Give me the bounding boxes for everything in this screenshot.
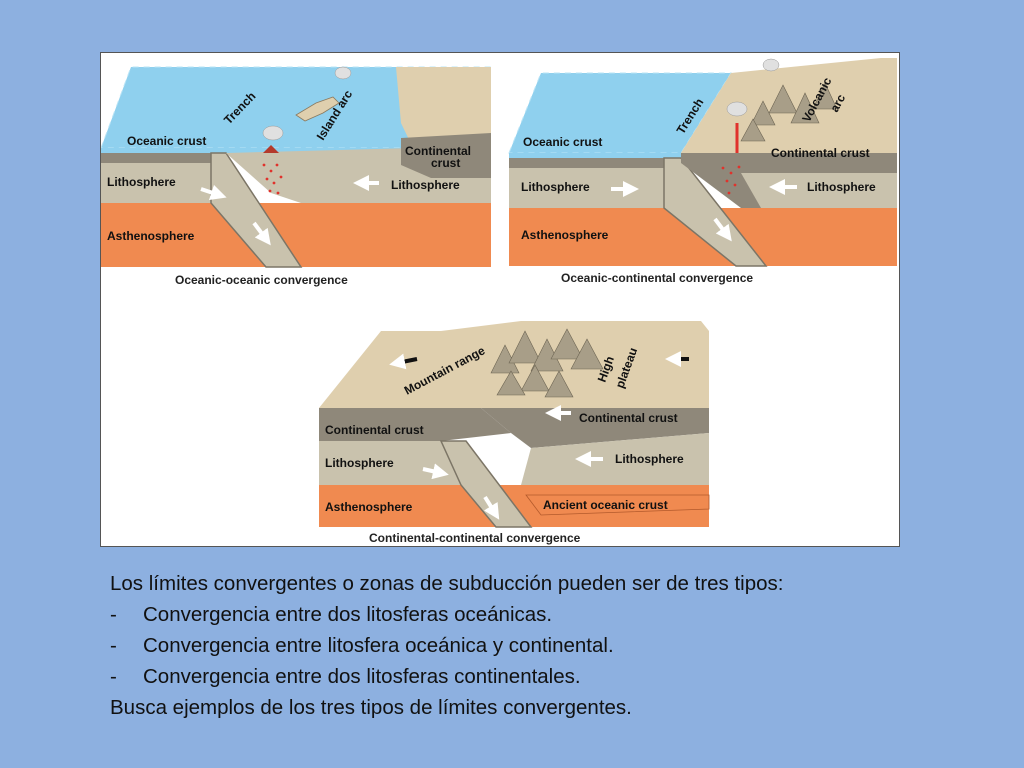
label-continental-crust-1: Continental [405, 144, 471, 158]
continental-crust-left [319, 408, 511, 441]
caption-continental-continental: Continental-continental convergence [369, 531, 581, 545]
oceanic-crust-band [101, 153, 211, 163]
bullet-text: Convergencia entre dos litosferas oceáni… [143, 603, 553, 626]
magma-drops [721, 165, 741, 195]
label-lithosphere-left: Lithosphere [325, 456, 394, 470]
lithosphere-right [521, 433, 709, 485]
bullet-item: - Convergencia entre dos litosferas oceá… [110, 599, 970, 630]
island-arc-land [295, 96, 340, 122]
label-asthenosphere: Asthenosphere [325, 500, 413, 514]
oceanic-crust-band [509, 158, 664, 168]
ocean-front [101, 148, 413, 153]
subducting-slab [439, 440, 533, 528]
arrow-lithosphere-left [422, 463, 449, 480]
continent-top [396, 67, 491, 148]
label-oceanic-crust: Oceanic crust [127, 134, 206, 148]
volcano [263, 145, 279, 153]
continental-crust-right [481, 408, 709, 448]
arrow-slab [483, 495, 500, 520]
label-asthenosphere: Asthenosphere [107, 229, 195, 243]
ocean-front [509, 153, 681, 158]
bullet-marker: - [110, 603, 117, 626]
caption-oceanic-continental: Oceanic-continental convergence [561, 271, 753, 285]
label-lithosphere-right: Lithosphere [615, 452, 684, 466]
label-continental-crust-2: crust [431, 156, 460, 170]
bullet-item: - Convergencia entre dos litosferas cont… [110, 661, 970, 692]
bullet-item: - Convergencia entre litosfera oceánica … [110, 630, 970, 661]
figure-frame: Oceanic crust Trench Island arc Continen… [100, 52, 900, 547]
intro-text: Los límites convergentes o zonas de subd… [110, 572, 784, 595]
ocean-top [509, 73, 731, 153]
diagram-continental-continental: Mountain range High plateau Continental … [319, 321, 710, 545]
slide-text: Los límites convergentes o zonas de subd… [110, 568, 970, 723]
eruption-cloud [262, 125, 284, 141]
volcano-cloud [726, 101, 748, 117]
label-lithosphere-left: Lithosphere [107, 175, 176, 189]
label-ancient-crust: Ancient oceanic crust [543, 498, 668, 512]
volcano-plume [334, 66, 352, 80]
ancient-crust [525, 494, 710, 516]
caption-oceanic-oceanic: Oceanic-oceanic convergence [175, 273, 348, 287]
ocean-top [101, 67, 491, 148]
arrow-slab [252, 221, 271, 246]
arrow-lithosphere-left [200, 184, 227, 201]
closing-text: Busca ejemplos de los tres tipos de lími… [110, 696, 632, 719]
label-continental-crust: Continental crust [771, 146, 870, 160]
label-continental-crust-right: Continental crust [579, 411, 678, 425]
continental-crust-block [401, 133, 491, 178]
bullet-marker: - [110, 665, 117, 688]
magma-drops [262, 163, 283, 195]
label-continental-crust-left: Continental crust [325, 423, 424, 437]
label-oceanic-crust: Oceanic crust [523, 135, 602, 149]
subducting-slab [663, 157, 768, 267]
mountain-peaks [490, 328, 604, 398]
lithosphere-left [319, 441, 461, 485]
bullet-text: Convergencia entre litosfera oceánica y … [143, 634, 614, 657]
label-lithosphere-left: Lithosphere [521, 180, 590, 194]
bullet-text: Convergencia entre dos litosferas contin… [143, 665, 581, 688]
volcanic-peaks [740, 82, 838, 142]
label-asthenosphere: Asthenosphere [521, 228, 609, 242]
asthenosphere-band [101, 203, 491, 267]
label-lithosphere-right: Lithosphere [391, 178, 460, 192]
label-lithosphere-right: Lithosphere [807, 180, 876, 194]
diagram-oceanic-continental: Oceanic crust Trench Volcanic arc Contin… [508, 58, 897, 285]
diagram-oceanic-oceanic: Oceanic crust Trench Island arc Continen… [101, 66, 493, 287]
arrow-slab [713, 217, 732, 242]
arrow-left-black [389, 353, 418, 370]
volcano-cloud-2 [762, 58, 780, 72]
convergence-figure: Oceanic crust Trench Island arc Continen… [101, 58, 897, 545]
lithosphere-band [101, 163, 211, 203]
bullet-marker: - [110, 634, 117, 657]
